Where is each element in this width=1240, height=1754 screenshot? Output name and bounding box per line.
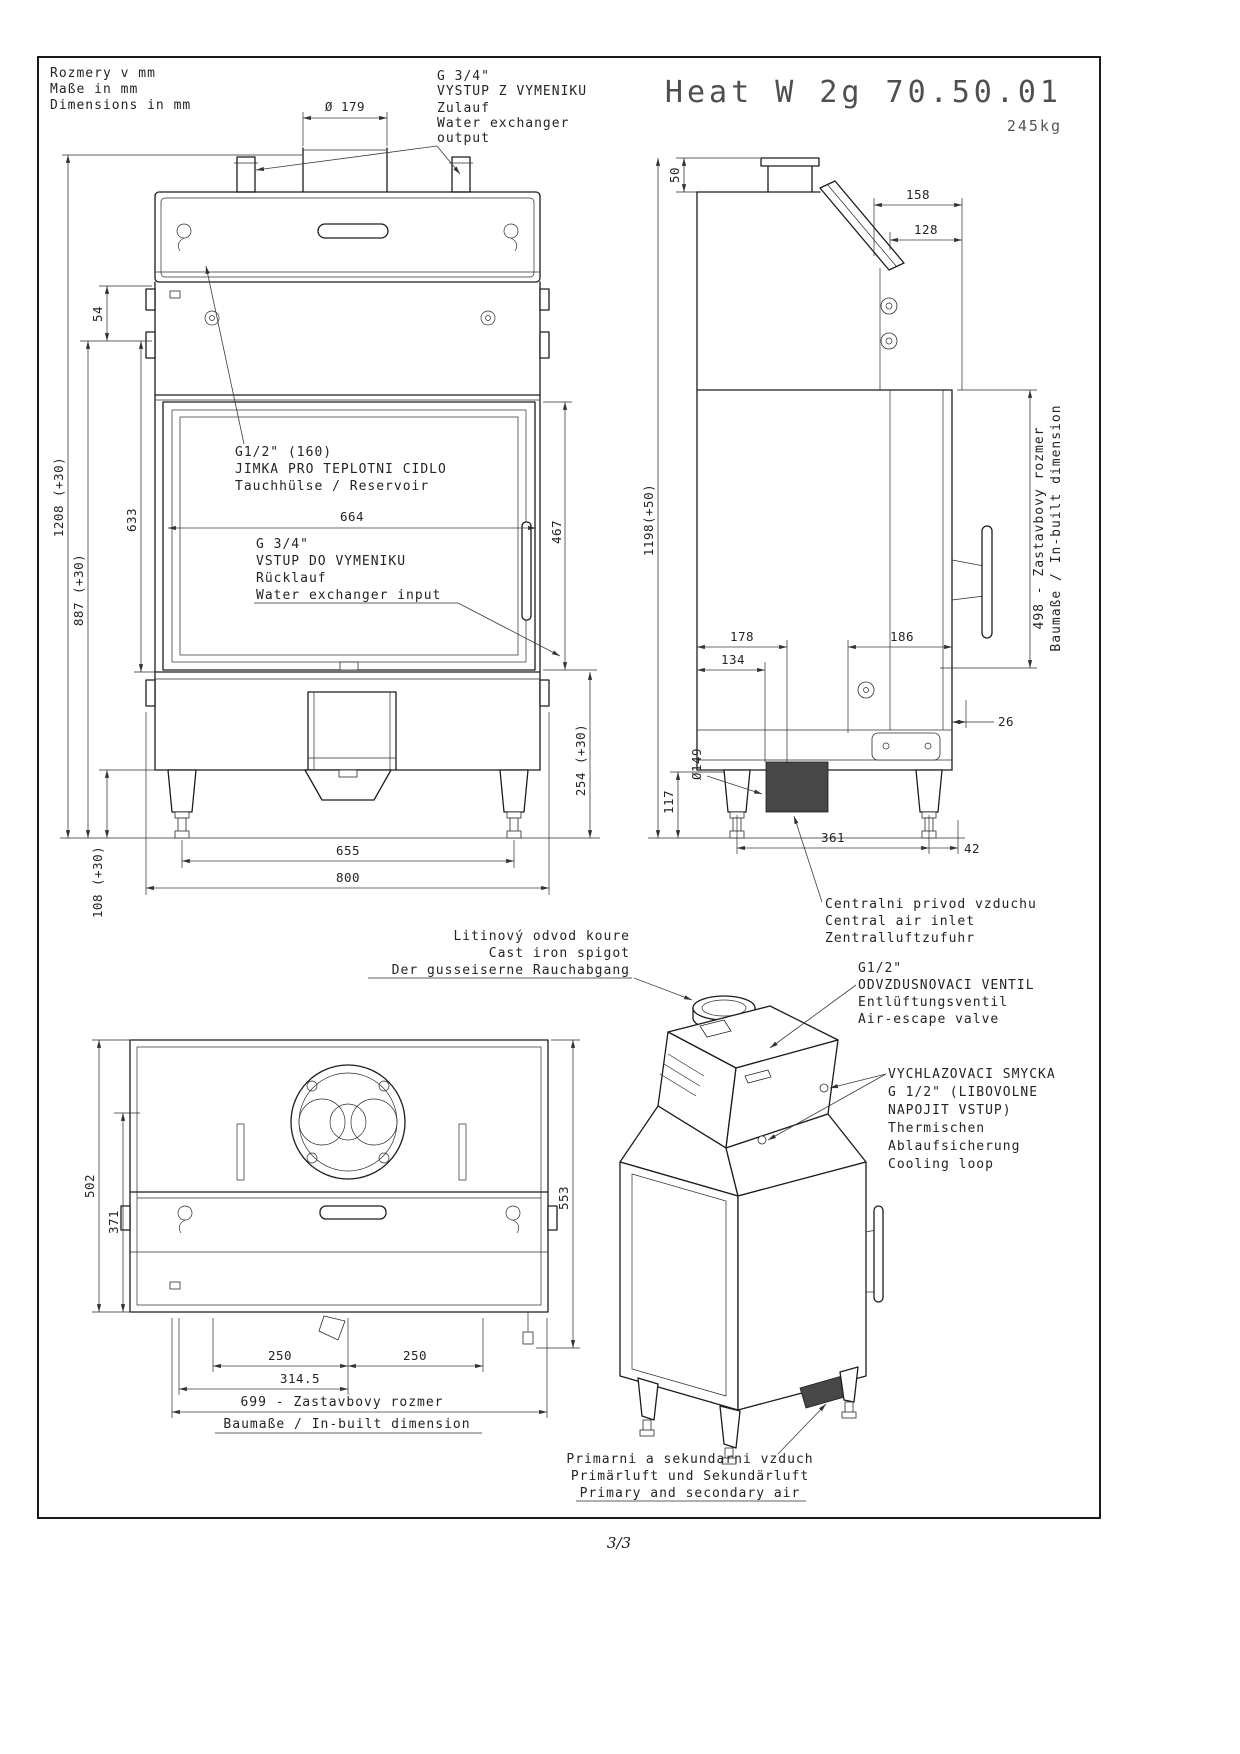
dim-width-158: 158 (906, 187, 930, 202)
units-note-line3: Dimensions in mm (50, 98, 191, 113)
dim-width-361: 361 (821, 830, 845, 845)
side-view (648, 157, 993, 839)
side-dimensions: 50 1198(+50) 158 128 498 - Zastavbovy ro… (641, 157, 1064, 856)
dim-height-54: 54 (90, 306, 105, 322)
svg-text:Central air inlet: Central air inlet (825, 914, 975, 929)
label-air-escape-valve: G1/2" ODVZDUSNOVACI VENTIL Entlüftungsve… (769, 961, 1035, 1049)
dim-height-467: 467 (549, 520, 564, 544)
dim-width-128: 128 (914, 222, 938, 237)
dim-width-664: 664 (340, 509, 364, 524)
svg-text:ODVZDUSNOVACI VENTIL: ODVZDUSNOVACI VENTIL (858, 978, 1035, 993)
label-cast-iron-spigot: Litinový odvod koure Cast iron spigot De… (368, 929, 693, 1001)
dim-width-655: 655 (336, 843, 360, 858)
dim-width-26: 26 (998, 714, 1014, 729)
dim-width-250-right: 250 (403, 1348, 427, 1363)
dim-width-800: 800 (336, 870, 360, 885)
dim-width-178: 178 (730, 629, 754, 644)
central-air-duct (765, 761, 829, 813)
label-cooling-loop: VYCHLAZOVACI SMYCKA G 1/2" (LIBOVOLNE NA… (767, 1067, 1056, 1172)
dim-width-186: 186 (890, 629, 914, 644)
dim-width-42: 42 (964, 841, 980, 856)
units-note-line1: Rozmery v mm (50, 66, 156, 81)
dim-height-1198: 1198(+50) (641, 484, 656, 556)
dim-height-502: 502 (82, 1174, 97, 1198)
svg-text:VYCHLAZOVACI SMYCKA: VYCHLAZOVACI SMYCKA (888, 1067, 1056, 1082)
front-labels: G 3/4" VYSTUP Z VYMENIKU Zulauf Water ex… (205, 69, 587, 657)
flue-flange (290, 1064, 406, 1180)
label-water-output: G 3/4" VYSTUP Z VYMENIKU Zulauf Water ex… (255, 69, 587, 175)
svg-text:Centralni privod vzduchu: Centralni privod vzduchu (825, 897, 1037, 912)
inbuilt-view (120, 1039, 558, 1345)
svg-text:Zulauf: Zulauf (437, 101, 490, 116)
inbuilt-dimensions: 502 371 553 250 250 314.5 699 - Zastavbo… (82, 1039, 580, 1434)
svg-text:Air-escape valve: Air-escape valve (858, 1012, 999, 1027)
label-inbuilt-bottom-line2: Baumaße / In-built dimension (223, 1417, 470, 1432)
label-inbuilt-bottom-line1: 699 - Zastavbovy rozmer (240, 1395, 443, 1410)
svg-text:Water exchanger: Water exchanger (437, 116, 569, 131)
door-handle (521, 521, 532, 621)
dim-width-250-left: 250 (268, 1348, 292, 1363)
svg-text:Cooling loop: Cooling loop (888, 1157, 994, 1172)
svg-text:Entlüftungsventil: Entlüftungsventil (858, 995, 1008, 1010)
units-note-line2: Maße in mm (50, 82, 138, 97)
iso-door-handle (873, 1205, 884, 1303)
dim-height-553: 553 (556, 1186, 571, 1210)
svg-text:G1/2": G1/2" (858, 961, 902, 976)
svg-text:Cast iron spigot: Cast iron spigot (489, 946, 630, 961)
dim-height-50: 50 (667, 167, 682, 183)
label-inbuilt-side-line1: 498 - Zastavbovy rozmer (1032, 426, 1047, 629)
svg-text:Zentralluftzufuhr: Zentralluftzufuhr (825, 931, 975, 946)
dim-height-254: 254 (+30) (573, 724, 588, 796)
dim-height-108: 108 (+30) (90, 846, 105, 918)
weight-label: 245kg (1007, 117, 1062, 135)
front-view (60, 147, 600, 839)
svg-text:Primarni a sekundarni vzduch: Primarni a sekundarni vzduch (566, 1452, 813, 1467)
svg-text:G 3/4": G 3/4" (437, 69, 490, 84)
side-door-handle (981, 525, 993, 639)
svg-text:output: output (437, 131, 490, 146)
svg-text:VYSTUP Z VYMENIKU: VYSTUP Z VYMENIKU (437, 84, 587, 99)
dim-diameter-149: Ø149 (689, 748, 704, 780)
dim-width-134: 134 (721, 652, 745, 667)
svg-text:G1/2" (160): G1/2" (160) (235, 445, 332, 460)
dim-height-117: 117 (661, 790, 676, 814)
dim-flue-diameter: Ø 179 (325, 99, 365, 114)
iso-view (619, 995, 884, 1465)
dim-height-1208: 1208 (+30) (51, 457, 66, 537)
page-number: 3/3 (607, 1534, 631, 1552)
svg-text:G 1/2" (LIBOVOLNE: G 1/2" (LIBOVOLNE (888, 1085, 1038, 1100)
label-central-air-inlet: Centralni privod vzduchu Central air inl… (793, 815, 1037, 946)
sheet-border (37, 56, 1101, 1519)
label-immersion-sleeve: G1/2" (160) JIMKA PRO TEPLOTNI CIDLO Tau… (205, 265, 447, 494)
label-inbuilt-side-line2: Baumaße / In-built dimension (1049, 404, 1064, 651)
front-dimensions: Ø 179 1208 (+30) 887 (+30) 54 633 108 (+… (51, 99, 597, 918)
svg-text:Litinový odvod koure: Litinový odvod koure (453, 929, 630, 944)
svg-text:NAPOJIT VSTUP): NAPOJIT VSTUP) (888, 1103, 1012, 1118)
dim-width-314-5: 314.5 (280, 1371, 320, 1386)
svg-text:Water exchanger input: Water exchanger input (256, 588, 441, 603)
iso-labels: Litinový odvod koure Cast iron spigot De… (368, 929, 1056, 1502)
svg-text:Ablaufsicherung: Ablaufsicherung (888, 1139, 1020, 1154)
label-primary-secondary-air: Primarni a sekundarni vzduch Primärluft … (566, 1403, 827, 1502)
dim-height-633: 633 (124, 508, 139, 532)
drawing-title: Heat W 2g 70.50.01 (665, 75, 1062, 110)
svg-text:Tauchhülse / Reservoir: Tauchhülse / Reservoir (235, 479, 429, 494)
svg-text:Rücklauf: Rücklauf (256, 571, 327, 586)
label-water-input: G 3/4" VSTUP DO VYMENIKU Rücklauf Water … (254, 537, 561, 657)
svg-text:Der gusseiserne Rauchabgang: Der gusseiserne Rauchabgang (392, 963, 630, 978)
svg-text:Primärluft und Sekundärluft: Primärluft und Sekundärluft (571, 1469, 809, 1484)
dim-height-887: 887 (+30) (71, 554, 86, 626)
dim-height-371: 371 (106, 1210, 121, 1234)
svg-text:G 3/4": G 3/4" (256, 537, 309, 552)
svg-text:JIMKA PRO TEPLOTNI CIDLO: JIMKA PRO TEPLOTNI CIDLO (235, 462, 447, 477)
svg-text:VSTUP DO VYMENIKU: VSTUP DO VYMENIKU (256, 554, 406, 569)
header: Rozmery v mm Maße in mm Dimensions in mm… (50, 66, 1062, 135)
svg-text:Primary and secondary air: Primary and secondary air (580, 1486, 801, 1501)
svg-text:Thermischen: Thermischen (888, 1121, 985, 1136)
